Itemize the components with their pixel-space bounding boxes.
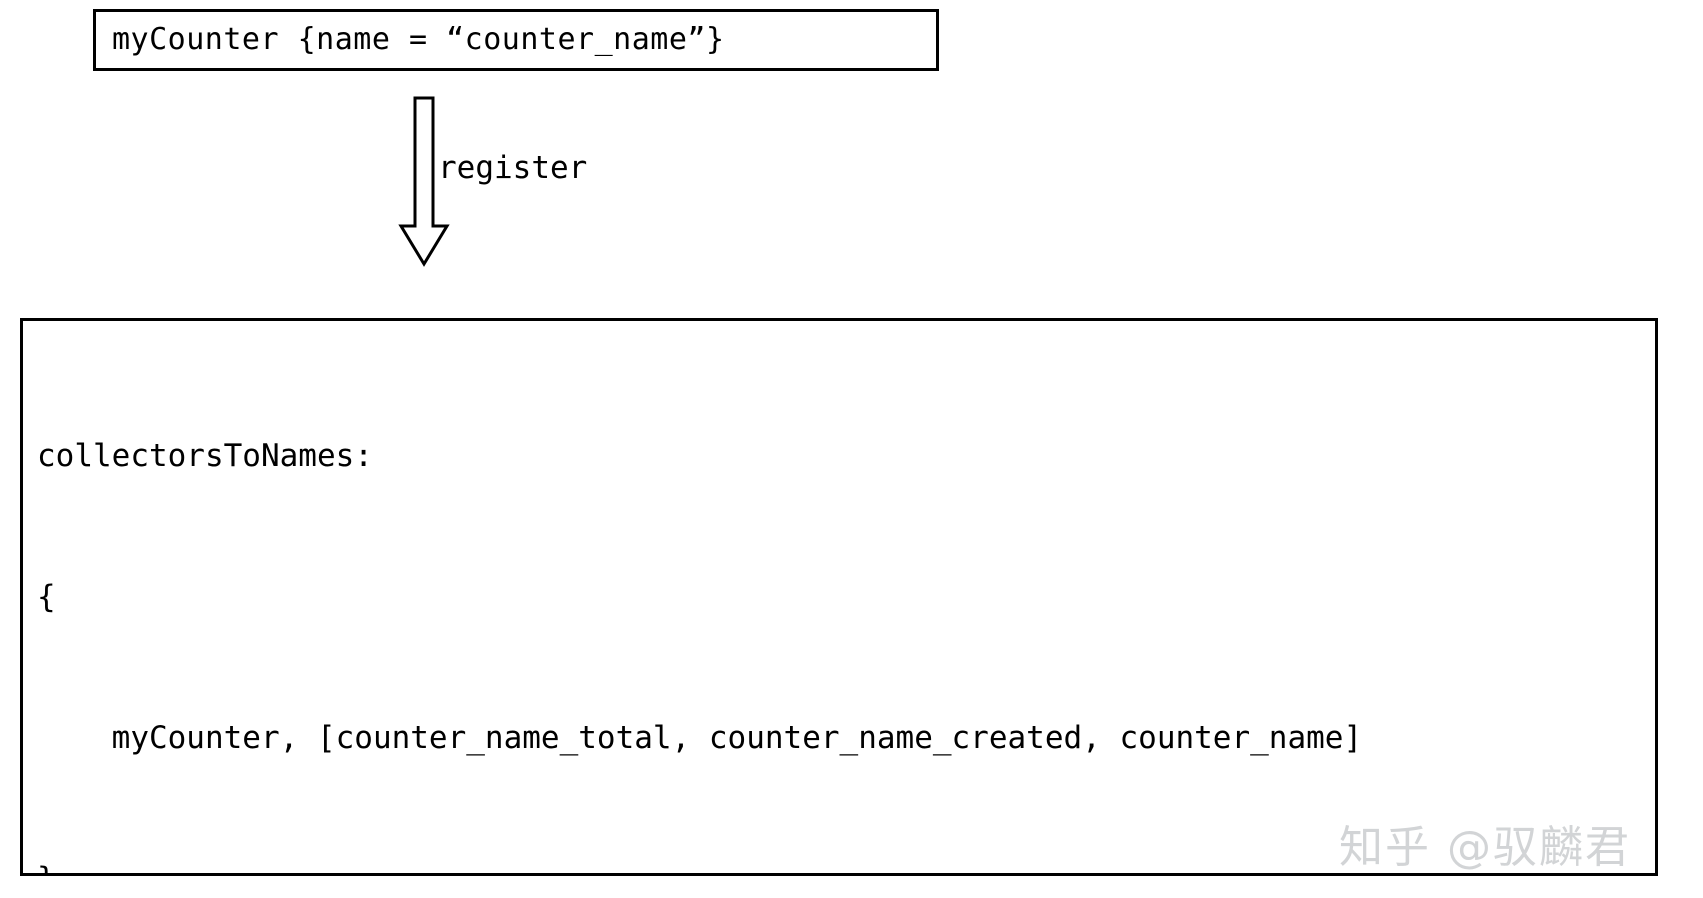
code-line: collectorsToNames: [37,438,373,474]
code-line: myCounter, [counter_name_total, counter_… [37,720,1363,756]
counter-declaration-box: myCounter {name = “counter_name”} [93,9,939,71]
watermark: 知乎 @驭麟君 [1339,822,1631,873]
registry-box: collectorsToNames: { myCounter, [counter… [20,318,1658,876]
counter-declaration-text: myCounter {name = “counter_name”} [112,22,725,57]
registry-code-block: collectorsToNames: { myCounter, [counter… [37,339,1635,873]
code-line: } [37,856,1635,873]
register-arrow [396,96,452,268]
register-arrow-label: register [438,150,588,186]
down-block-arrow-icon [398,96,450,267]
code-line: { [37,579,56,615]
